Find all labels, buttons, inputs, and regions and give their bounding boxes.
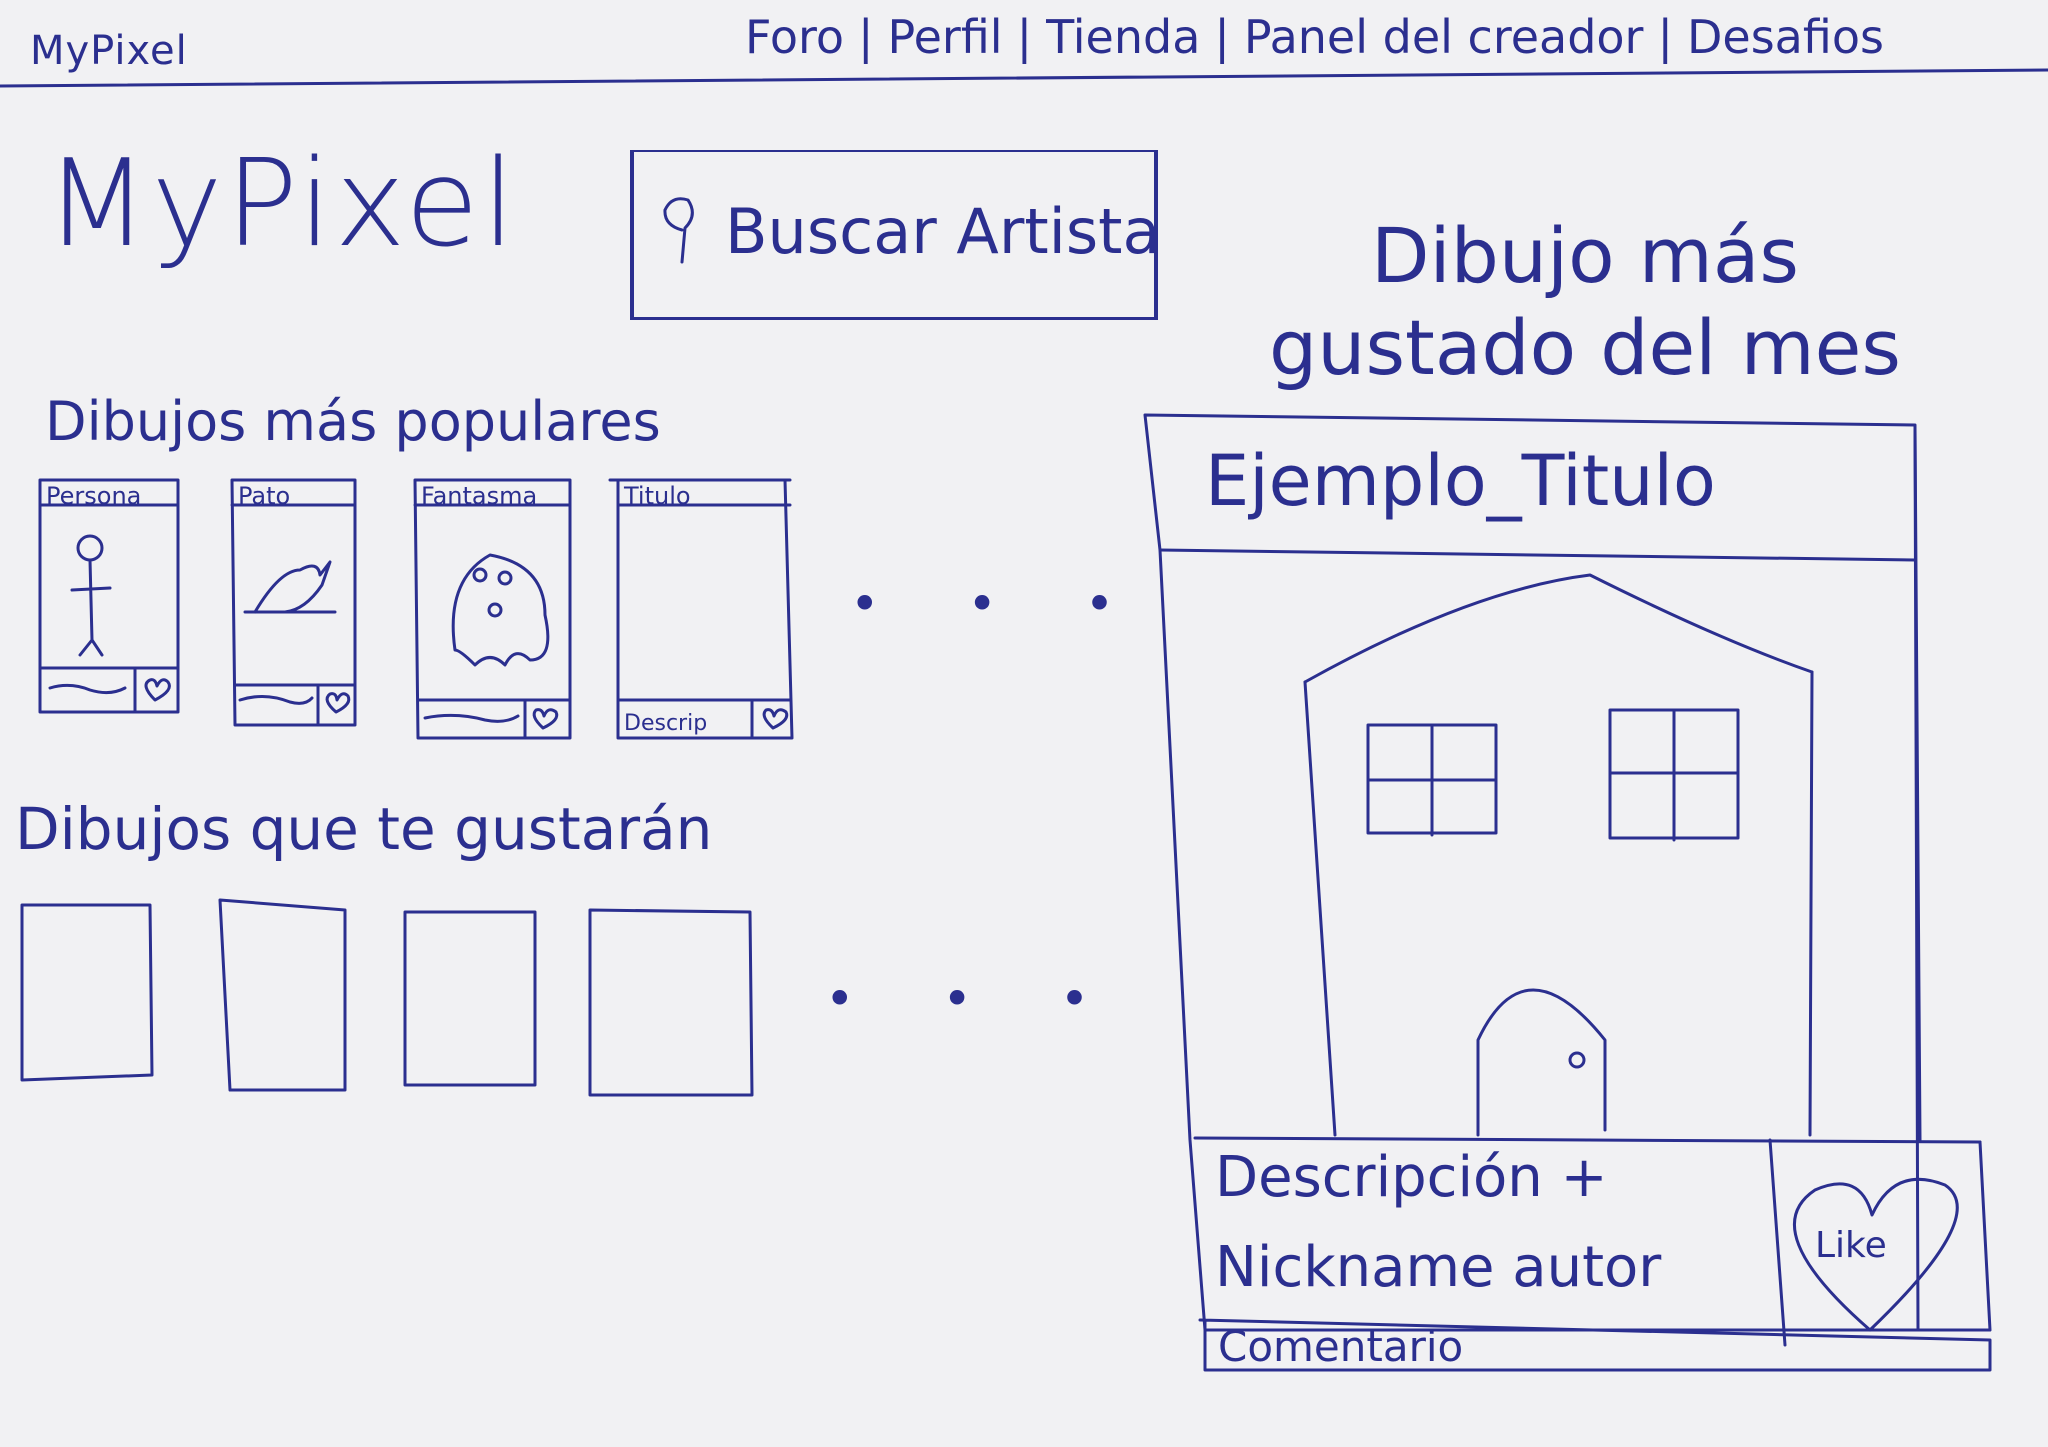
like-divider <box>1768 1138 1787 1347</box>
stick-figure-drawing <box>70 534 112 657</box>
popular-card[interactable]: Titulo Descrip <box>618 480 790 738</box>
search-icon <box>655 198 693 268</box>
popular-card[interactable]: Pato <box>232 480 355 725</box>
like-heart-outline <box>1792 1177 1959 1332</box>
card-title: Fantasma <box>421 482 538 510</box>
card-title: Pato <box>238 482 291 510</box>
comment-box <box>1198 1318 1992 1372</box>
more-recommended-indicator[interactable]: • • • <box>825 970 1126 1028</box>
more-popular-indicator[interactable]: • • • <box>850 575 1151 633</box>
ghost-drawing <box>451 553 550 667</box>
featured-footer-divider <box>1193 1136 1982 1144</box>
popular-card[interactable]: Persona <box>40 480 178 712</box>
card-title: Persona <box>46 482 142 510</box>
card-description: Descrip <box>624 711 708 736</box>
nav-item-tienda[interactable]: Tienda <box>1046 10 1201 64</box>
like-button[interactable]: Like <box>1815 1225 1887 1266</box>
search-artist-box[interactable] <box>630 150 1158 320</box>
nav-item-panel-del-creador[interactable]: Panel del creador <box>1243 10 1644 64</box>
nav-item-desafios[interactable]: Desafios <box>1686 10 1884 64</box>
duck-drawing <box>243 560 337 614</box>
logo[interactable]: MyPixel <box>45 135 519 274</box>
nav-separator: | <box>858 10 874 64</box>
recommended-heading: Dibujos que te gustarán <box>15 795 713 863</box>
featured-heading: Dibujo más gustado del mes <box>1269 211 1901 392</box>
nav-separator: | <box>1214 10 1230 64</box>
brand-small[interactable]: MyPixel <box>30 28 188 74</box>
featured-author[interactable]: Nickname autor <box>1215 1235 1662 1300</box>
house-drawing <box>1303 573 1814 1137</box>
popular-card-outlines <box>38 478 794 740</box>
featured-title: Ejemplo_Titulo <box>1205 440 1716 522</box>
nav-divider <box>0 68 2048 88</box>
search-artist-label[interactable]: Buscar Artista <box>725 195 1161 268</box>
top-nav: Foro|Perfil|Tienda|Panel del creador|Des… <box>745 10 1884 64</box>
nav-item-foro[interactable]: Foro <box>745 10 845 64</box>
featured-description: Descripción + <box>1215 1145 1608 1210</box>
recommended-card[interactable] <box>22 905 152 1080</box>
recommended-card[interactable] <box>590 910 752 1095</box>
featured-drawing[interactable] <box>1160 560 1915 1140</box>
nav-separator: | <box>1657 10 1673 64</box>
popular-heading: Dibujos más populares <box>45 390 661 453</box>
comment-input[interactable]: Comentario <box>1218 1322 1464 1371</box>
nav-item-perfil[interactable]: Perfil <box>887 10 1003 64</box>
card-title: Titulo <box>624 482 691 510</box>
popular-card[interactable]: Fantasma <box>415 480 570 738</box>
nav-separator: | <box>1016 10 1033 64</box>
recommended-card-outlines <box>20 898 754 1097</box>
recommended-card[interactable] <box>220 900 345 1090</box>
recommended-card[interactable] <box>405 912 535 1085</box>
featured-title-divider <box>1158 548 1917 562</box>
